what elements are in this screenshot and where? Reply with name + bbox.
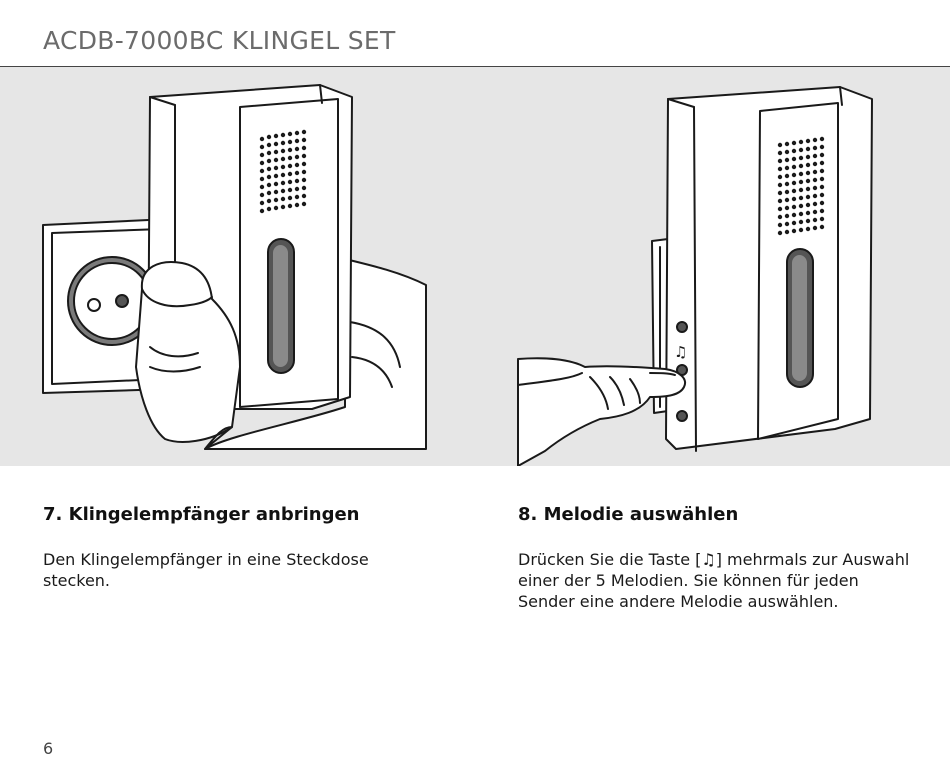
illustration-band: ♫ [0,67,950,466]
speaker-grille-icon [777,136,825,236]
melody-note-icon: ♫ [701,550,716,569]
step-8-text-after: ] mehrmals zur Auswahl einer der 5 Melod… [518,550,910,611]
header-rule [0,66,950,67]
step-7-heading: 7. Klingelempfänger anbringen [43,504,360,525]
side-button-bottom-icon [676,410,688,422]
pointing-hand-icon [517,357,686,466]
melody-note-icon: ♫ [674,343,687,361]
step-7-section: 7. Klingelempfänger anbringen Den Klinge… [43,504,423,591]
plug-in-illustration [42,84,427,450]
step-8-text-before: Drücken Sie die Taste [ [518,550,702,569]
step-8-section: 8. Melodie auswählen Drücken Sie die Tas… [518,504,913,612]
page-title: ACDB-7000BC KLINGEL SET [43,26,396,55]
receiver-device-right: ♫ [665,86,873,452]
melody-button-illustration: ♫ [517,86,873,466]
hand-thumb-icon [135,261,241,450]
speaker-grille-icon [259,129,307,214]
page-number: 6 [43,739,54,758]
step-8-heading: 8. Melodie auswählen [518,504,739,525]
step-7-text: Den Klingelempfänger in eine Steckdose s… [43,550,369,590]
side-button-top-icon [676,321,688,333]
step-8-text: Drücken Sie die Taste [♫] mehrmals zur A… [518,549,913,612]
